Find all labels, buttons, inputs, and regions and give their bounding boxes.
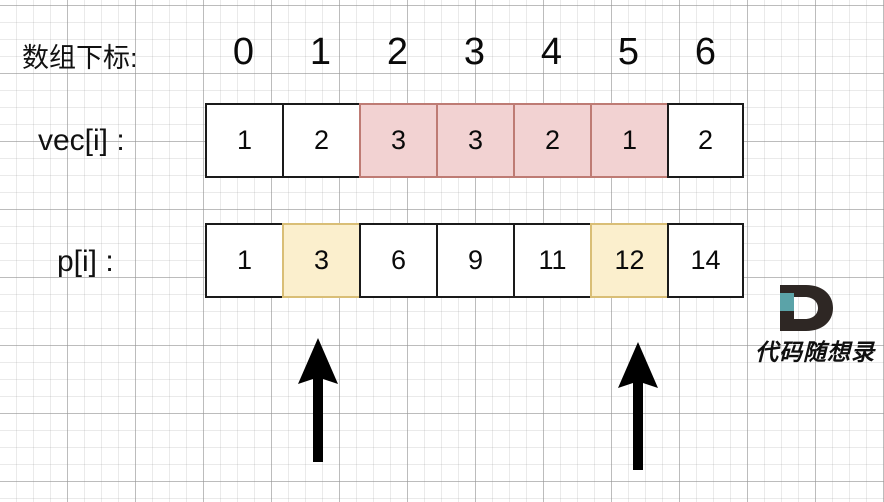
vec-row-label: vec[i] : — [38, 124, 125, 157]
p-row-label: p[i] : — [57, 245, 114, 278]
index-cell: 1 — [309, 30, 332, 73]
index-cell: 3 — [463, 30, 486, 73]
vec-cell: 1 — [205, 103, 282, 178]
vec-cell: 1 — [590, 103, 667, 178]
p-cell: 14 — [667, 223, 744, 298]
vec-cell: 2 — [513, 103, 590, 178]
index-cell: 2 — [386, 30, 409, 73]
vec-cell: 2 — [667, 103, 744, 178]
watermark-d-logo-icon — [780, 285, 833, 331]
p-cell: 3 — [282, 223, 359, 298]
vec-cell: 2 — [282, 103, 359, 178]
arrow-pointer-right — [618, 342, 658, 470]
index-cell: 5 — [617, 30, 640, 73]
watermark-text: 代码随想录 — [755, 339, 875, 366]
vec-cell: 3 — [436, 103, 513, 178]
p-cell: 11 — [513, 223, 590, 298]
index-row-label: 数组下标: — [22, 43, 138, 73]
arrow-pointer-left — [298, 338, 338, 462]
p-array-row: 1 3 6 9 11 12 14 — [205, 223, 744, 298]
p-cell: 12 — [590, 223, 667, 298]
index-number-row: 0 1 2 3 4 5 6 — [205, 28, 744, 76]
vec-array-row: 1 2 3 3 2 1 2 — [205, 103, 744, 178]
index-cell: 4 — [540, 30, 563, 73]
p-cell: 1 — [205, 223, 282, 298]
watermark: 代码随想录 — [746, 283, 884, 368]
p-cell: 9 — [436, 223, 513, 298]
p-cell: 6 — [359, 223, 436, 298]
index-cell: 0 — [232, 30, 255, 73]
vec-cell: 3 — [359, 103, 436, 178]
index-cell: 6 — [694, 30, 717, 73]
